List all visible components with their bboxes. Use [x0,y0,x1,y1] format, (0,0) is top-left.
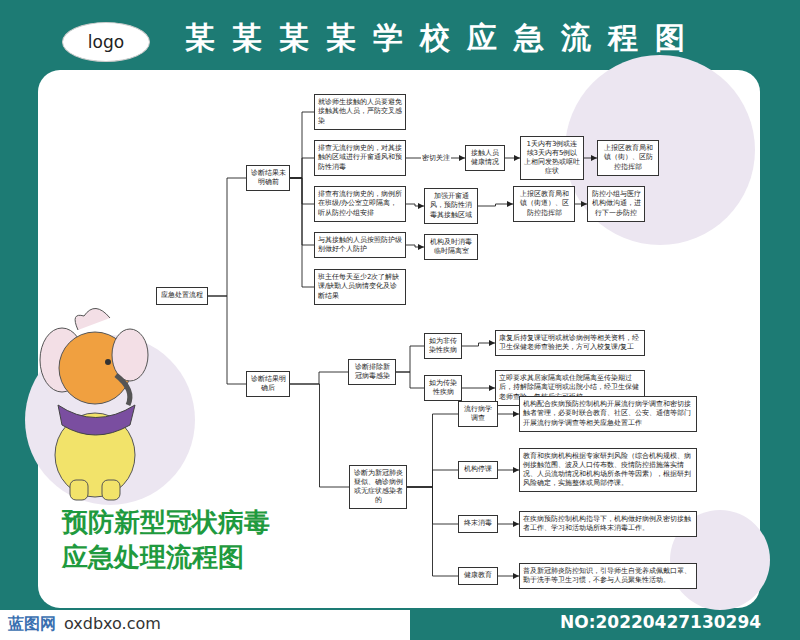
process-box: 普及新冠肺炎防控知识，引导师生自觉养成佩戴口罩、勤于洗手等卫生习惯，不参与人员聚… [519,563,697,589]
box-text: 加强开窗通风，预防性消毒其接触区域 [428,192,474,219]
process-box: 机构配合疾病预防控制机构开展流行病学调查和密切接触者管理，必要时联合教育、社区、… [519,396,697,431]
connector [290,384,349,487]
box-text: 机构停课 [462,465,494,474]
connector [498,414,519,415]
deco-circle [565,55,755,245]
connector [407,470,458,487]
box-text: 普及新冠肺炎防控知识，引导师生自觉养成佩戴口罩、勤于洗手等卫生习惯，不参与人员聚… [523,567,693,585]
process-box: 流行病学调查 [458,401,498,427]
box-text: 教育和疾病机构根据专家研判风险（综合机构规模、病例接触范围、波及人口传布数、疫情… [523,452,693,488]
box-text: 防控小组与医疗机构做沟通，进行下一步防控 [591,190,641,217]
process-box: 机构及时消毒临时隔离室 [424,234,478,260]
connector [208,296,246,384]
process-box: 诊断结果未明确前 [246,165,290,191]
box-text: 机构配合疾病预防控制机构开展流行病学调查和密切接触者管理，必要时联合教育、社区、… [523,400,693,427]
connector [575,204,587,205]
box-text: 诊断排除新冠病毒感染 [352,363,392,381]
connector [584,158,597,159]
box-text: 康复后持复课证明或就诊病例等相关资料，经卫生保健老师查验把关，方可入校复课/复工 [499,334,641,352]
box-text: 诊断为新冠肺炎疑似、确诊病例或无症状感染者的 [353,469,403,505]
process-box: 1天内有3例或连续3天内有5例以上相同发热或呕吐症状 [520,136,584,180]
connector [478,204,513,206]
connector [505,158,520,159]
connector [290,178,314,287]
box-text: 应急处置流程 [160,291,204,300]
serial-number: NO:20220427130294 [560,612,761,632]
connector [407,487,458,576]
process-box: 机构停课 [458,461,498,478]
connector [406,204,424,206]
process-box: 如为传染性疾病 [424,375,462,401]
process-box: 上报区教育局和镇（街）、区防控指挥部 [597,140,659,175]
slogan: 应急处理流程图 [62,540,244,575]
box-text: 1天内有3例或连续3天内有5例以上相同发热或呕吐症状 [524,140,580,176]
box-text: 班主任每天至少2次了解缺课/缺勤人员病情变化及诊断结果 [318,273,402,300]
process-box: 诊断排除新冠病毒感染 [348,359,396,385]
process-box: 防控小组与医疗机构做沟通，进行下一步防控 [587,186,645,221]
connector [396,372,424,388]
process-box: 诊断结果明确后 [246,371,290,397]
box-text: 排查有流行病史的，病例所在班级/办公室立即隔离，听从防控小组安排 [318,190,402,217]
title: 某某某某学校应急流程图 [185,18,702,59]
connector [290,372,348,384]
box-text: 接触人员健康情况 [469,149,501,167]
process-box: 如为非传染性疾病 [424,333,462,359]
box-text: 上报区教育局和镇（街）、区防控指挥部 [601,144,655,171]
box-text: 与其接触的人员按照防护级别做好个人防护 [318,236,402,254]
connector [462,388,495,389]
process-box: 上报区教育局和镇（街道）、区防控指挥部 [513,186,575,221]
connector [498,524,519,525]
box-text: 诊断结果明确后 [250,375,286,393]
connector [406,245,424,247]
connector [396,346,424,372]
box-text: 排查无流行病史的，对其接触的区域进行开窗通风和预防性消毒 [318,144,402,171]
process-box: 教育和疾病机构根据专家研判风险（综合机构规模、病例接触范围、波及人口传布数、疫情… [519,448,697,492]
connector [290,158,314,178]
process-box: 就诊师生接触的人员要避免接触其他人员，严防交叉感染 [314,94,406,129]
box-text: 如为非传染性疾病 [428,337,458,355]
process-box: 在疾病预防控制机构指导下，机构做好病例及密切接触者工作、学习和活动场所终末消毒工… [519,511,697,537]
connector [290,112,314,178]
logo-ellipse: logo [62,22,150,62]
footer-strip [0,610,410,640]
edge-label: 密切关注 [421,154,451,162]
process-box: 班主任每天至少2次了解缺课/缺勤人员病情变化及诊断结果 [314,269,406,304]
box-text: 健康教育 [462,571,494,580]
box-text: 上报区教育局和镇（街道）、区防控指挥部 [517,190,571,217]
process-box: 与其接触的人员按照防护级别做好个人防护 [314,232,406,258]
process-box: 排查有流行病史的，病例所在班级/办公室立即隔离，听从防控小组安排 [314,186,406,221]
connector [462,343,495,346]
connector [208,178,246,296]
connector [498,576,519,577]
process-box: 健康教育 [458,567,498,584]
elephant-illustration [40,308,148,500]
box-text: 诊断结果未明确前 [250,169,286,187]
process-box: 加强开窗通风，预防性消毒其接触区域 [424,188,478,223]
panel [38,70,760,608]
slogan: 预防新型冠状病毒 [62,505,270,540]
process-box: 应急处置流程 [156,287,208,304]
process-box: 诊断为新冠肺炎疑似、确诊病例或无症状感染者的 [349,465,407,509]
watermark: oxdbxo.com [64,614,161,633]
box-text: 流行病学调查 [462,405,494,423]
connector [498,470,519,471]
process-box: 排查无流行病史的，对其接触的区域进行开窗通风和预防性消毒 [314,140,406,175]
connector [407,414,458,487]
process-box: 接触人员健康情况 [465,145,505,171]
process-box: 终末消毒 [458,515,498,532]
box-text: 如为传染性疾病 [428,379,458,397]
watermark: 蓝图网 [8,614,56,635]
box-text: 机构及时消毒临时隔离室 [428,238,474,256]
logo-text: logo [88,31,124,53]
box-text: 在疾病预防控制机构指导下，机构做好病例及密切接触者工作、学习和活动场所终末消毒工… [523,515,693,533]
process-box: 康复后持复课证明或就诊病例等相关资料，经卫生保健老师查验把关，方可入校复课/复工 [495,330,645,356]
box-text: 就诊师生接触的人员要避免接触其他人员，严防交叉感染 [318,98,402,125]
box-text: 终末消毒 [462,519,494,528]
